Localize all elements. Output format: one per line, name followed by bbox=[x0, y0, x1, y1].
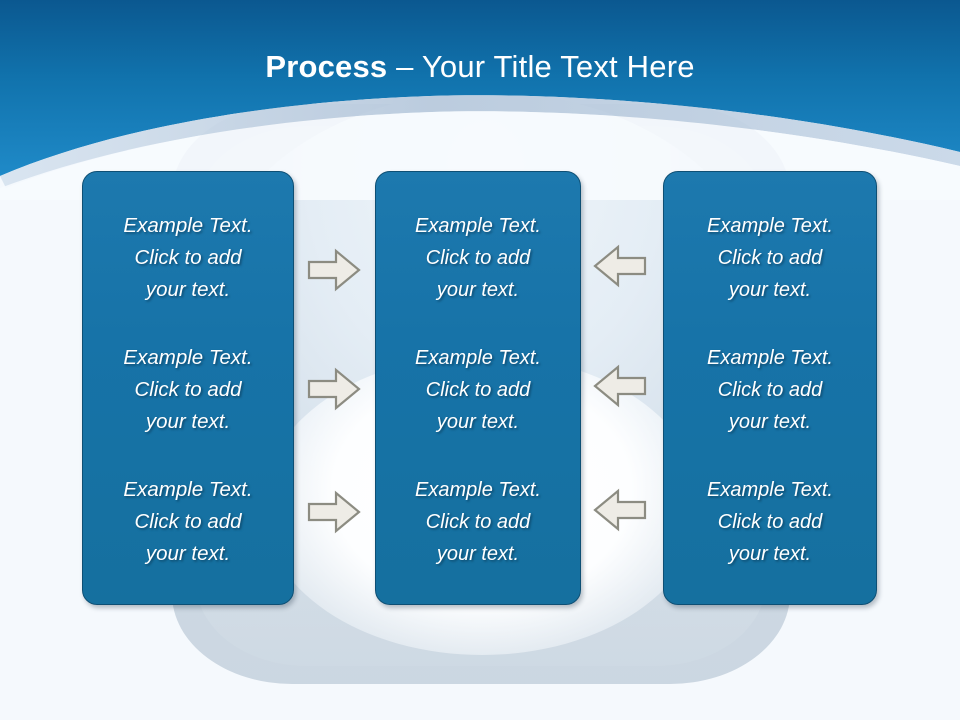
process-box-3-item-3[interactable]: Example Text. Click to add your text. bbox=[707, 479, 833, 565]
arrow-left-icon[interactable] bbox=[592, 487, 648, 533]
process-box-2-item-3[interactable]: Example Text. Click to add your text. bbox=[415, 479, 541, 565]
arrow-right-icon[interactable] bbox=[306, 489, 362, 535]
process-box-3[interactable]: Example Text. Click to add your text. Ex… bbox=[663, 171, 877, 605]
process-box-1-item-3[interactable]: Example Text. Click to add your text. bbox=[123, 478, 253, 565]
process-box-3-item-1[interactable]: Example Text. Click to add your text. bbox=[707, 215, 833, 301]
page-title-bold: Process bbox=[265, 49, 388, 84]
arrow-left-icon[interactable] bbox=[592, 363, 648, 409]
process-box-1[interactable]: Example Text. Click to add your text. Ex… bbox=[82, 171, 294, 605]
process-box-2-item-2[interactable]: Example Text. Click to add your text. bbox=[415, 347, 541, 433]
arrow-right-icon[interactable] bbox=[306, 247, 362, 293]
page-title-rest: – Your Title Text Here bbox=[387, 49, 695, 84]
process-box-2[interactable]: Example Text. Click to add your text. Ex… bbox=[375, 171, 581, 605]
process-box-3-item-2[interactable]: Example Text. Click to add your text. bbox=[707, 347, 833, 433]
arrow-right-icon[interactable] bbox=[306, 366, 362, 412]
arrow-left-icon[interactable] bbox=[592, 243, 648, 289]
process-box-1-item-1[interactable]: Example Text. Click to add your text. bbox=[123, 214, 253, 301]
process-box-1-item-2[interactable]: Example Text. Click to add your text. bbox=[123, 346, 253, 433]
page-title: Process – Your Title Text Here bbox=[0, 47, 960, 87]
process-box-2-item-1[interactable]: Example Text. Click to add your text. bbox=[415, 215, 541, 301]
